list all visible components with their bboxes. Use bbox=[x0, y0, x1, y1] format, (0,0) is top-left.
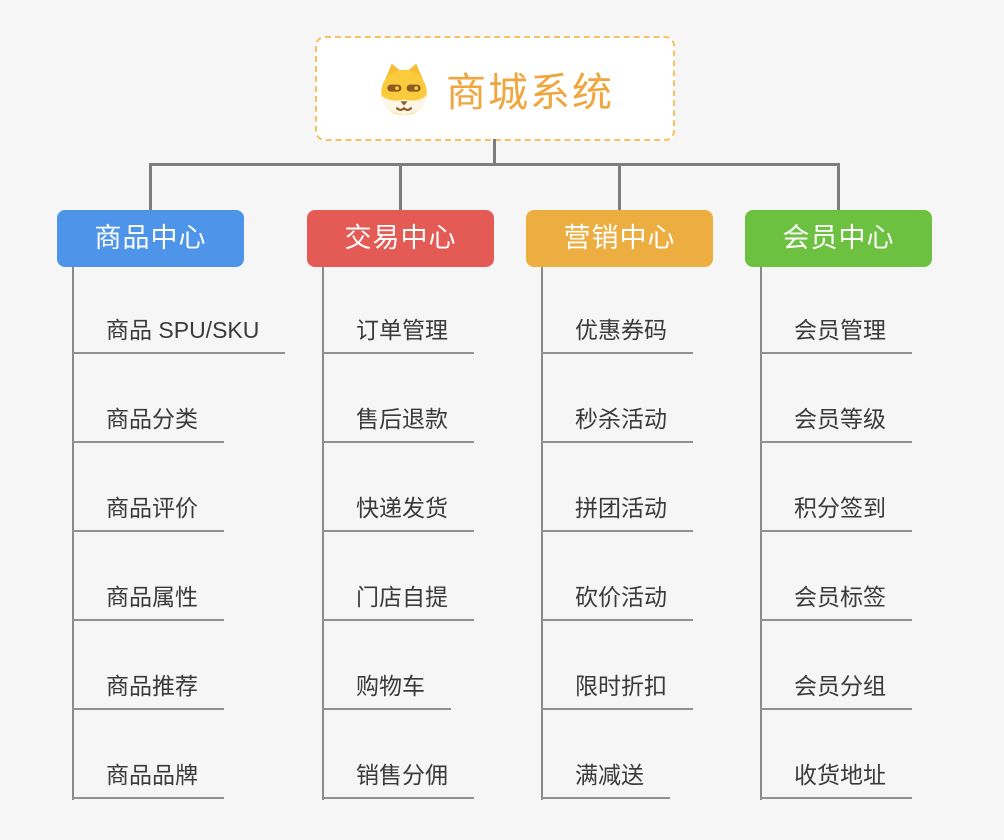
leaf-flash-sale[interactable]: 秒杀活动 bbox=[541, 405, 693, 443]
branch-member-center[interactable]: 会员中心 bbox=[745, 210, 932, 267]
leaf-member-management[interactable]: 会员管理 bbox=[760, 316, 912, 354]
connector-drop-2 bbox=[399, 163, 402, 210]
root-node-mall-system[interactable]: 商城系统 bbox=[315, 36, 675, 141]
leaf-product-review[interactable]: 商品评价 bbox=[72, 494, 224, 532]
connector-drop-1 bbox=[149, 163, 152, 210]
leaf-coupon-code[interactable]: 优惠券码 bbox=[541, 316, 693, 354]
leaf-product-brand[interactable]: 商品品牌 bbox=[72, 761, 224, 799]
connector-rail bbox=[149, 163, 840, 166]
branch-product-center[interactable]: 商品中心 bbox=[57, 210, 244, 267]
connector-drop-3 bbox=[618, 163, 621, 210]
leaf-sales-commission[interactable]: 销售分佣 bbox=[322, 761, 474, 799]
leaf-shopping-cart[interactable]: 购物车 bbox=[322, 672, 451, 710]
branch-marketing-center[interactable]: 营销中心 bbox=[526, 210, 713, 267]
leaf-order-management[interactable]: 订单管理 bbox=[322, 316, 474, 354]
leaf-store-pickup[interactable]: 门店自提 bbox=[322, 583, 474, 621]
branch-trade-center[interactable]: 交易中心 bbox=[307, 210, 494, 267]
leaf-product-attribute[interactable]: 商品属性 bbox=[72, 583, 224, 621]
root-title: 商城系统 bbox=[446, 70, 614, 115]
leaf-member-group[interactable]: 会员分组 bbox=[760, 672, 912, 710]
connector-drop-4 bbox=[837, 163, 840, 210]
leaf-product-recommend[interactable]: 商品推荐 bbox=[72, 672, 224, 710]
leaf-full-reduction[interactable]: 满减送 bbox=[541, 761, 670, 799]
leaf-shipping-address[interactable]: 收货地址 bbox=[760, 761, 912, 799]
leaf-product-spu-sku[interactable]: 商品 SPU/SKU bbox=[72, 316, 286, 354]
connector-root-stub bbox=[493, 139, 496, 165]
trunk-product-center bbox=[72, 267, 74, 800]
trunk-trade-center bbox=[322, 267, 324, 800]
doge-icon bbox=[381, 63, 427, 115]
leaf-bargain-activity[interactable]: 砍价活动 bbox=[541, 583, 693, 621]
leaf-member-level[interactable]: 会员等级 bbox=[760, 405, 912, 443]
leaf-aftersale-refund[interactable]: 售后退款 bbox=[322, 405, 474, 443]
leaf-group-buy[interactable]: 拼团活动 bbox=[541, 494, 693, 532]
leaf-member-tag[interactable]: 会员标签 bbox=[760, 583, 912, 621]
trunk-marketing-center bbox=[541, 267, 543, 800]
leaf-points-checkin[interactable]: 积分签到 bbox=[760, 494, 912, 532]
leaf-product-category[interactable]: 商品分类 bbox=[72, 405, 224, 443]
trunk-member-center bbox=[760, 267, 762, 800]
leaf-express-delivery[interactable]: 快递发货 bbox=[322, 494, 474, 532]
leaf-limited-time-discount[interactable]: 限时折扣 bbox=[541, 672, 693, 710]
